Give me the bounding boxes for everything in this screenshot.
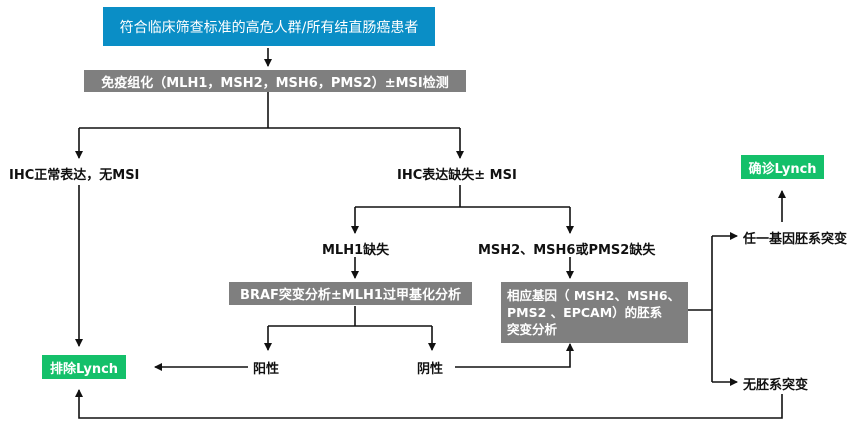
negative-label: 阴性 [417, 362, 444, 377]
ihc-test-node: 免疫组化（MLH1，MSH2，MSH6，PMS2）±MSI检测 [84, 70, 466, 92]
exclude-lynch-node: 排除Lynch [42, 355, 126, 379]
start-node: 符合临床筛查标准的高危人群/所有结直肠癌患者 [103, 7, 435, 46]
ihc-normal-label: IHC正常表达，无MSI [9, 168, 140, 183]
braf-analysis-node: BRAF突变分析±MLH1过甲基化分析 [229, 282, 472, 305]
germline-line-2: PMS2 、EPCAM）的胚系 [507, 305, 663, 320]
positive-label: 阳性 [253, 362, 280, 377]
arrow-negative-to-germline [455, 343, 574, 368]
ihc-loss-label: IHC表达缺失± MSI [397, 168, 517, 183]
germline-analysis-node: 相应基因（ MSH2、MSH6、 PMS2 、EPCAM）的胚系 突变分析 [501, 282, 688, 343]
no-germline-mutation-label: 无胚系突变 [743, 378, 809, 393]
germline-line-3: 突变分析 [507, 322, 558, 337]
arrow-no-mutation-to-exclude [75, 389, 783, 419]
germline-line-1: 相应基因（ MSH2、MSH6、 [507, 288, 681, 303]
confirm-lynch-node: 确诊Lynch [741, 155, 824, 179]
any-germline-mutation-label: 任一基因胚系突变 [743, 232, 848, 247]
msh-loss-label: MSH2、MSH6或PMS2缺失 [478, 243, 656, 258]
mlh1-loss-label: MLH1缺失 [322, 243, 390, 258]
